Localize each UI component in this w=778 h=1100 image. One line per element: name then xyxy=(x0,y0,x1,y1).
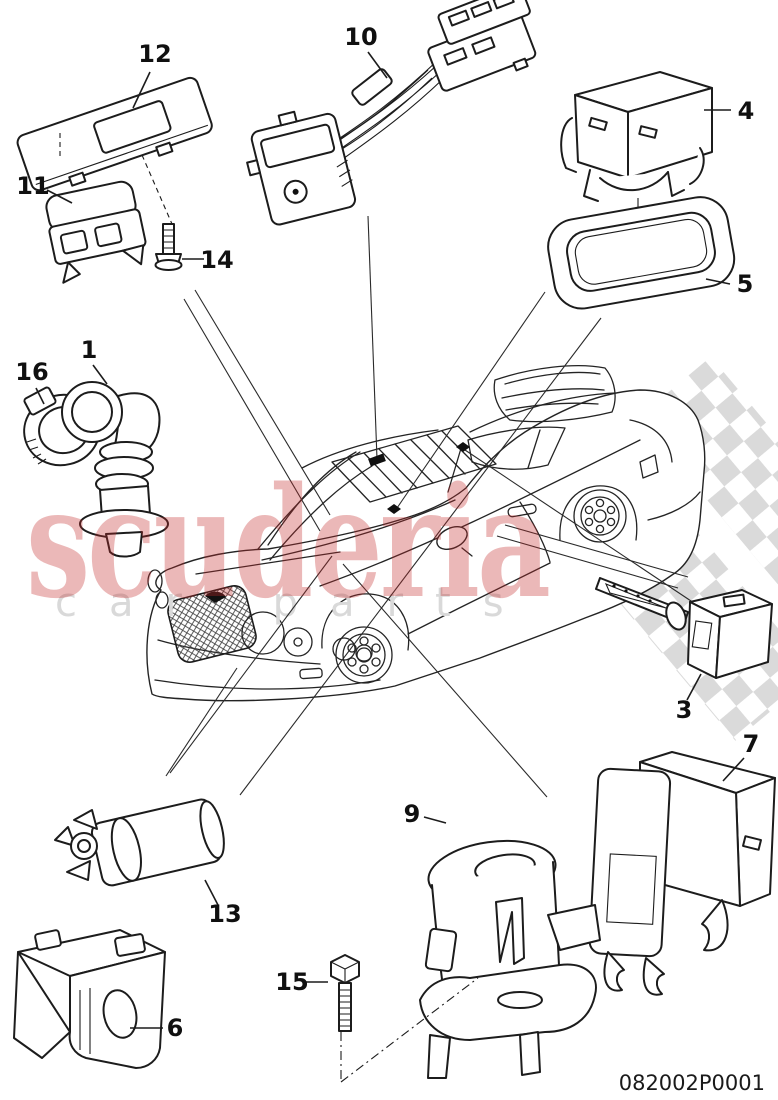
part-labels: 12 10 4 11 14 5 16 1 3 7 13 9 15 6 xyxy=(15,23,759,1042)
part-16-label: 16 xyxy=(15,358,48,386)
part-7-drawing xyxy=(588,751,776,996)
part-14-label: 14 xyxy=(200,246,233,274)
part-5-label: 5 xyxy=(737,270,754,298)
part-3-label: 3 xyxy=(676,696,693,724)
headlights xyxy=(147,569,373,662)
part-11-drawing xyxy=(45,180,147,284)
part-9-drawing xyxy=(340,839,601,1083)
part-12-drawing xyxy=(16,76,213,225)
part-6-label: 6 xyxy=(167,1014,184,1042)
location-marker xyxy=(368,453,386,467)
part-3-drawing xyxy=(595,577,773,679)
door-handle xyxy=(507,503,537,518)
diagram-code: 082002P0001 xyxy=(619,1071,765,1095)
front-wheel xyxy=(321,593,410,684)
part-15-label: 15 xyxy=(275,968,308,996)
part-4-drawing xyxy=(560,71,713,247)
part-4-label: 4 xyxy=(738,97,755,125)
part-13-drawing xyxy=(54,798,225,887)
part-15-drawing xyxy=(330,954,360,1032)
part-10-drawing xyxy=(246,0,537,226)
part-14-drawing xyxy=(154,223,183,271)
part-11-label: 11 xyxy=(16,172,49,200)
part-1-label: 1 xyxy=(81,336,98,364)
part-13-label: 13 xyxy=(208,900,241,928)
part-6-drawing xyxy=(13,929,166,1069)
part-7-label: 7 xyxy=(743,730,760,758)
part-9-label: 9 xyxy=(404,800,421,828)
location-marker xyxy=(387,504,401,514)
part-10-label: 10 xyxy=(344,23,377,51)
rear-wheel xyxy=(559,485,638,543)
watermark-title: scuderia xyxy=(26,453,548,632)
door-mirror xyxy=(436,525,468,551)
bentley-emblem xyxy=(205,591,226,603)
location-marker xyxy=(456,442,470,452)
part-5-drawing xyxy=(547,196,736,310)
part-1-drawing xyxy=(61,381,169,558)
leader-lines xyxy=(165,215,701,798)
radiator-grille xyxy=(167,585,257,663)
part-12-label: 12 xyxy=(138,40,171,68)
watermark-subtitle: car parts xyxy=(55,580,536,626)
